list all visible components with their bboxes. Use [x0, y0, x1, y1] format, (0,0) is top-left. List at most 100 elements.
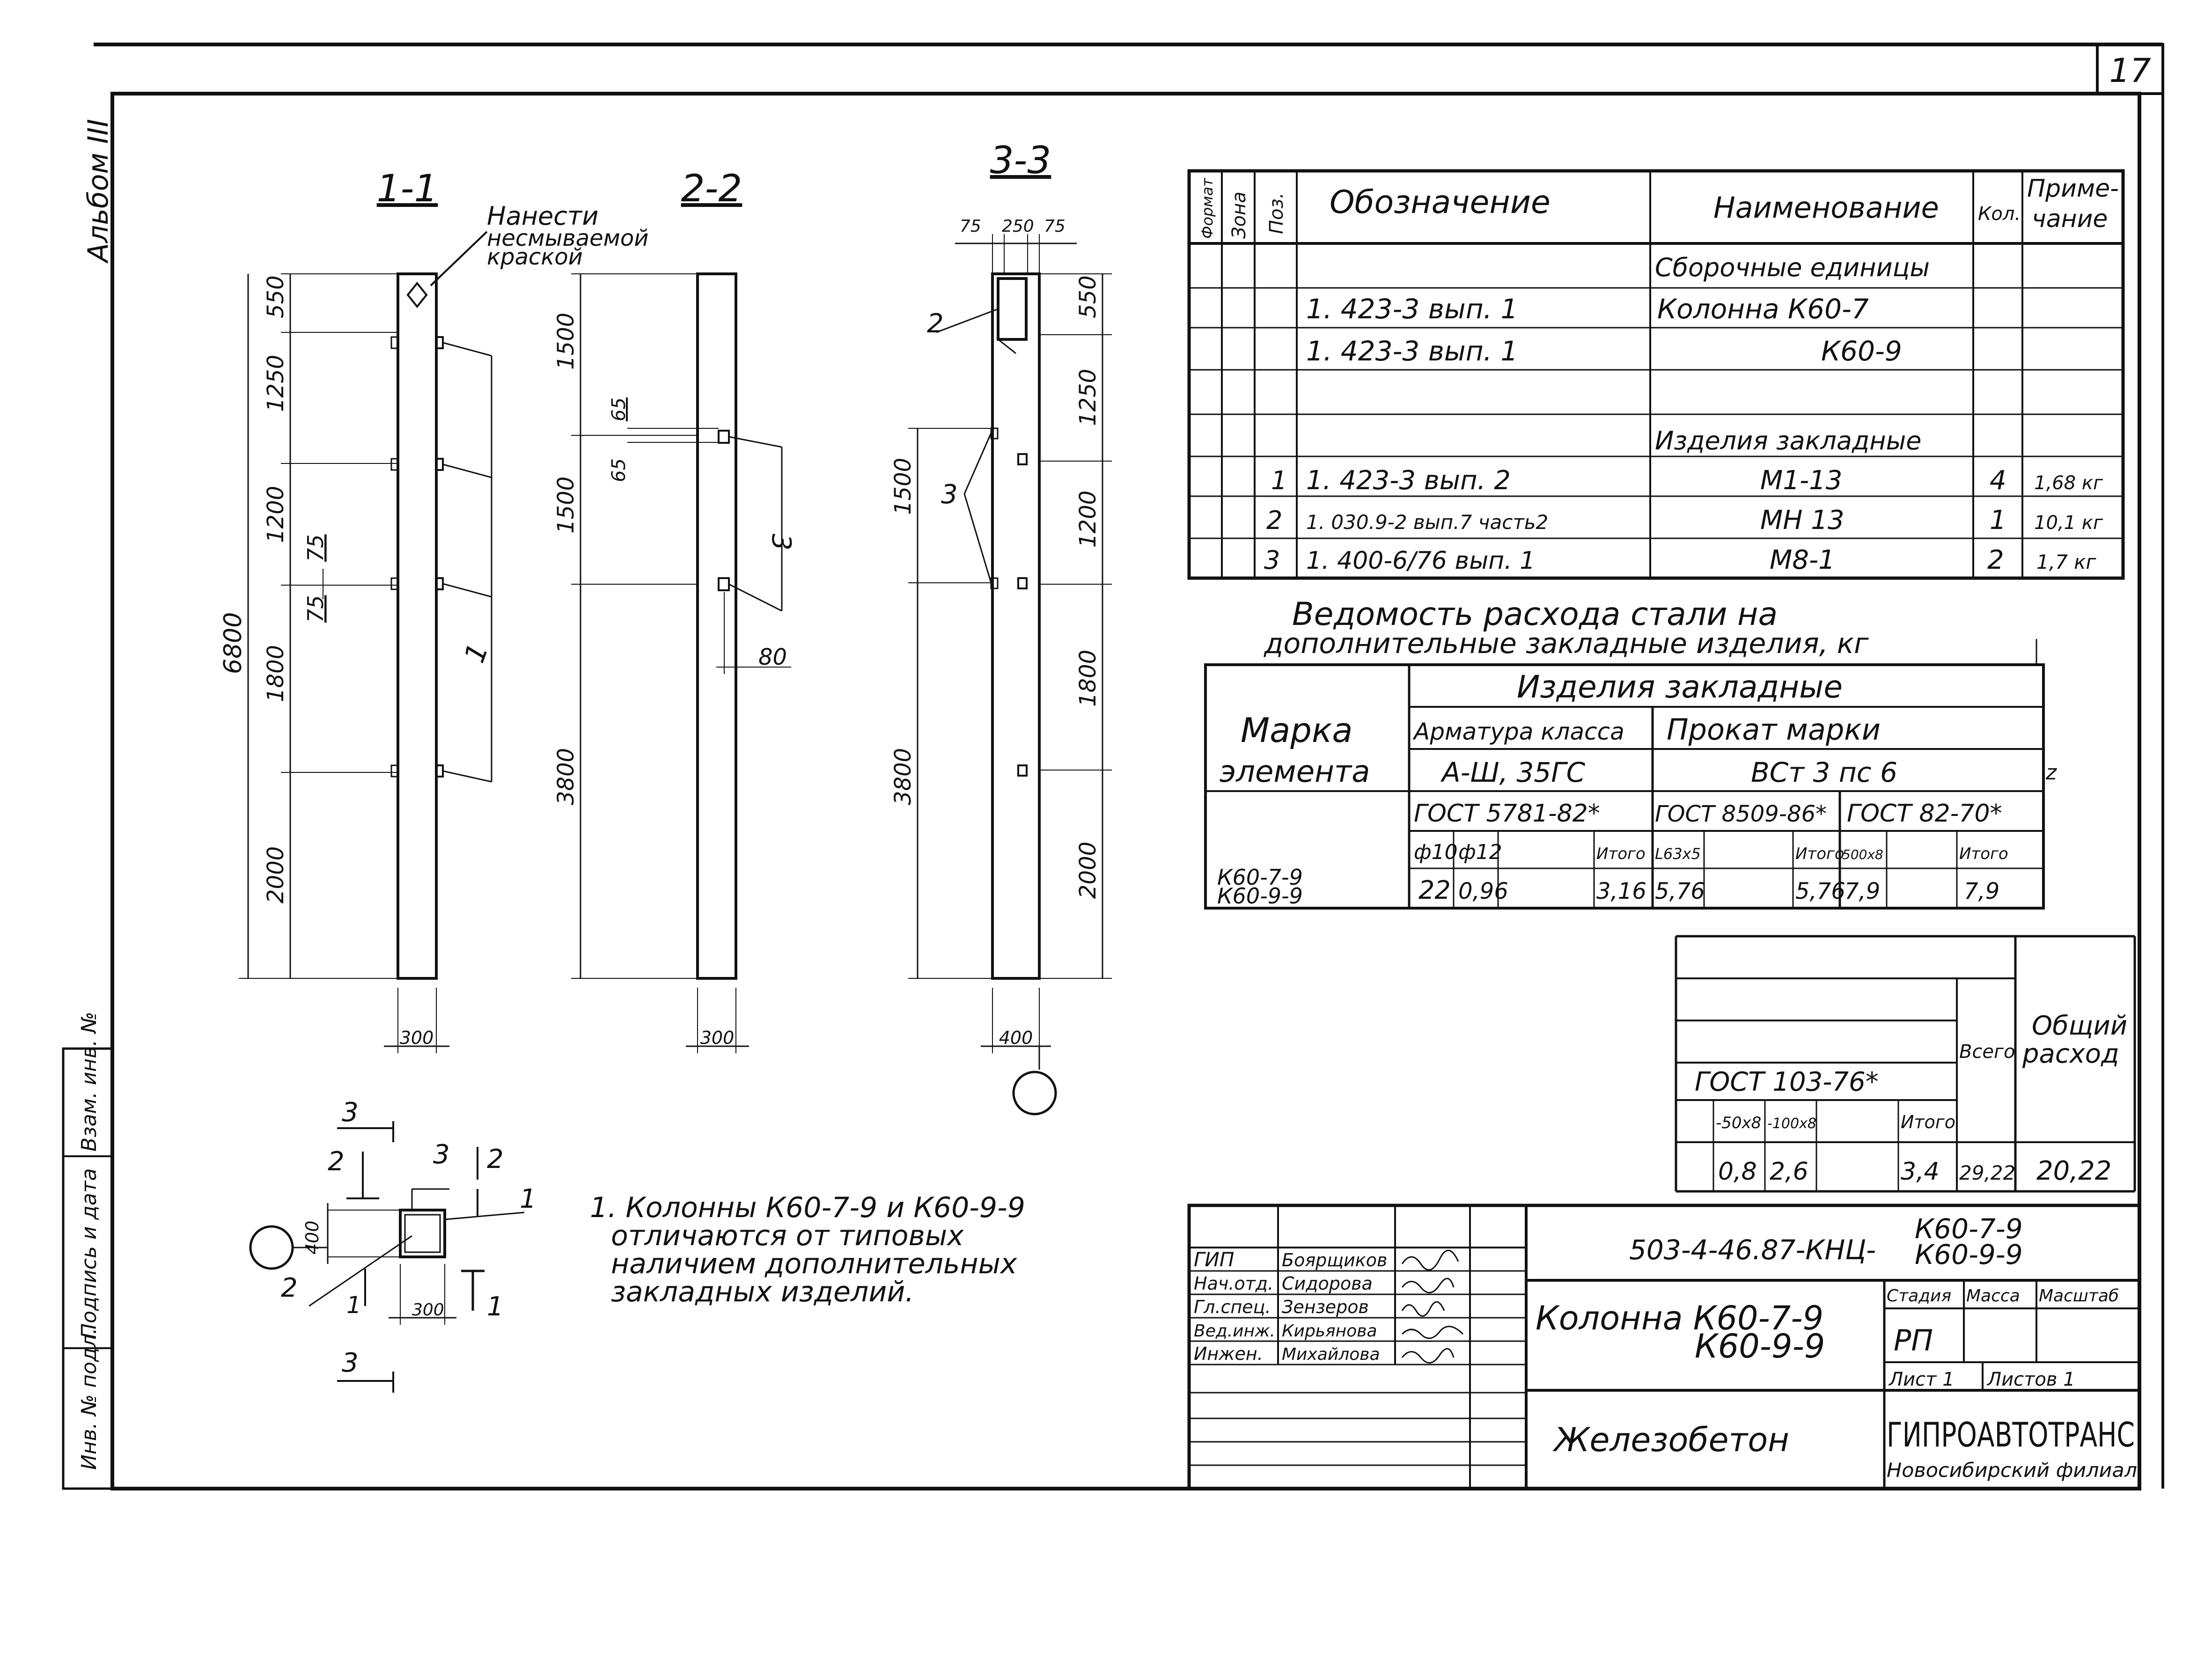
steel-table2-grid	[1675, 935, 2136, 1193]
tb-name-2: Сидорова	[1282, 1273, 1373, 1294]
dim-1-1800: 1800	[263, 645, 289, 702]
steel-val-500x8: 7,9	[1845, 878, 1880, 904]
callout-1-1: 1	[458, 639, 495, 667]
steel2-obshiy-label1: Общий	[2032, 1011, 2127, 1041]
dim-1-1200: 1200	[263, 486, 289, 543]
spec-row-7-kol: 1	[1990, 505, 2006, 536]
plan-label-3-mid: 3	[433, 1139, 450, 1170]
tb-item-name-2: К60-9-9	[1695, 1327, 1825, 1365]
spec-row-6-prim: 1,68 кг	[2034, 472, 2103, 494]
steel-sub-f10: ф10	[1414, 840, 1458, 864]
tb-role-5: Инжен.	[1194, 1343, 1263, 1364]
dim-2-width: 300	[700, 1028, 735, 1048]
steel-gost-b: ГОСТ 8509-86*	[1655, 801, 1827, 827]
dim-1-75b: 75	[303, 595, 328, 623]
strip-text-replace: Взам. инв. №	[77, 1012, 101, 1152]
spec-row-6-kol: 4	[1990, 465, 2006, 496]
steel2-val-100x8: 2,6	[1770, 1158, 1808, 1186]
steel-table-grid	[1204, 663, 2045, 910]
sheet-number: 17	[2109, 51, 2151, 90]
steel-val-itogo1: 3,16	[1596, 878, 1646, 904]
spec-row-5-name: Изделия закладные	[1655, 426, 1921, 455]
spec-row-7-name: МН 13	[1760, 505, 1844, 536]
tb-role-4: Вед.инж.	[1194, 1321, 1275, 1341]
tb-role-1: ГИП	[1194, 1248, 1234, 1271]
steel-mark-2: К60-9-9	[1217, 883, 1303, 909]
spec-row-6-oboz: 1. 423-3 вып. 2	[1306, 465, 1511, 496]
section-title-1-1: 1-1	[377, 167, 438, 210]
steel-group-header: Изделия закладные	[1517, 669, 1843, 705]
steel-gost-a: ГОСТ 5781-82*	[1414, 800, 1600, 828]
tb-org: ГИПРОАВТОТРАНС	[1887, 1415, 2135, 1454]
steel2-vsego-value: 29,22	[1959, 1161, 2015, 1184]
dim-2-1500b: 1500	[553, 477, 579, 534]
plan-dim-300: 300	[412, 1300, 444, 1320]
dim-3-top-75a: 75	[960, 217, 981, 236]
inner-frame	[110, 92, 2141, 1490]
dim-3-1500: 1500	[890, 458, 916, 515]
steel-mark-header2: элемента	[1220, 755, 1370, 789]
steel-sub-itogo1: Итого	[1596, 844, 1646, 863]
steel-sub-itogo2: Итого	[1795, 844, 1845, 863]
steel2-val-itogo: 3,4	[1901, 1158, 1940, 1186]
dim-3-550: 550	[1075, 275, 1101, 318]
spec-row-6-name: М1-13	[1760, 465, 1842, 496]
spec-row-8-kol: 2	[1987, 545, 2004, 575]
steel-sub-itogo3: Итого	[1959, 844, 2008, 863]
title-block-grid	[1187, 1204, 2141, 1490]
dim-3-1200: 1200	[1075, 491, 1101, 548]
steel-sub-l63: L63х5	[1655, 845, 1701, 863]
album-label: Альбом III	[82, 119, 115, 264]
spec-row-8-prim: 1,7 кг	[2036, 551, 2097, 573]
plan-label-3-top: 3	[342, 1097, 359, 1128]
tb-name-4: Кирьянова	[1282, 1321, 1377, 1341]
tb-name-3: Зензеров	[1282, 1297, 1369, 1317]
tb-sheets: Листов 1	[1986, 1369, 2075, 1390]
steel2-obshiy-label2: расход	[2022, 1039, 2119, 1069]
plan-label-2-bottom: 2	[281, 1273, 298, 1303]
dim-2-80: 80	[758, 644, 787, 670]
spec-table-row: 3 1. 400-6/76 вып. 1 М8-1 2 1,7 кг	[1264, 545, 2097, 575]
apply-note-line1: Нанести	[487, 201, 598, 231]
spec-row-7-prim: 10,1 кг	[2034, 512, 2103, 534]
dim-2-65b: 65	[608, 458, 630, 482]
steel-z-mark: z	[2045, 761, 2057, 785]
spec-row-3-oboz: 1. 423-3 вып. 1	[1306, 335, 1518, 367]
tb-item-name-1: Колонна К60-7-9	[1536, 1299, 1823, 1337]
spec-header-poz: Поз.	[1266, 192, 1287, 234]
plan-label-2-right: 2	[487, 1144, 504, 1175]
signature-scribbles	[1401, 1249, 1464, 1364]
spec-row-8-poz: 3	[1264, 545, 1280, 575]
tb-role-2: Нач.отд.	[1194, 1273, 1273, 1294]
section-title-3-3: 3-3	[990, 139, 1051, 182]
dim-1-75a: 75	[303, 534, 328, 562]
spec-header-prim1: Приме-	[2027, 175, 2119, 203]
apply-note-leader	[430, 231, 488, 286]
steel-gost-c: ГОСТ 82-70*	[1847, 800, 2002, 828]
tb-role-3: Гл.спец.	[1194, 1297, 1271, 1317]
spec-header-format: Формат	[1198, 177, 1216, 239]
dim-1-1250: 1250	[263, 355, 289, 412]
plan-label-2-left: 2	[328, 1146, 345, 1177]
steel2-val-50x8: 0,8	[1718, 1158, 1757, 1186]
strip-text-inv: Инв. № подл.	[77, 1328, 101, 1470]
apply-note-line3: краской	[487, 244, 583, 270]
steel-sub-500x8: 500х8	[1842, 847, 1883, 862]
tb-name-1: Боярщиков	[1282, 1250, 1387, 1270]
spec-header-name: Наименование	[1713, 191, 1939, 225]
plan-dim-400: 400	[302, 1220, 323, 1255]
tb-mark-1: К60-7-9	[1915, 1213, 2023, 1245]
note-line2: отличаются от типовых	[611, 1219, 964, 1252]
callout-3-3: 3	[941, 479, 958, 510]
steel-val-itogo3: 7,9	[1964, 878, 1999, 904]
dim-3-3800: 3800	[890, 748, 916, 805]
spec-row-2-name: Колонна К60-7	[1657, 293, 1869, 325]
spec-row-7-oboz: 1. 030.9-2 вып.7 часть2	[1306, 511, 1548, 534]
plan-view-drawing	[249, 1121, 525, 1393]
spec-row-3-name: К60-9	[1821, 335, 1902, 367]
steel-val-l63: 5,76	[1655, 878, 1705, 904]
steel2-vsego-label: Всего	[1959, 1041, 2015, 1063]
column-3-3-drawing	[908, 234, 1112, 1116]
steel-armatura: Арматура класса	[1412, 718, 1624, 745]
column-2-2-drawing	[571, 272, 791, 1053]
